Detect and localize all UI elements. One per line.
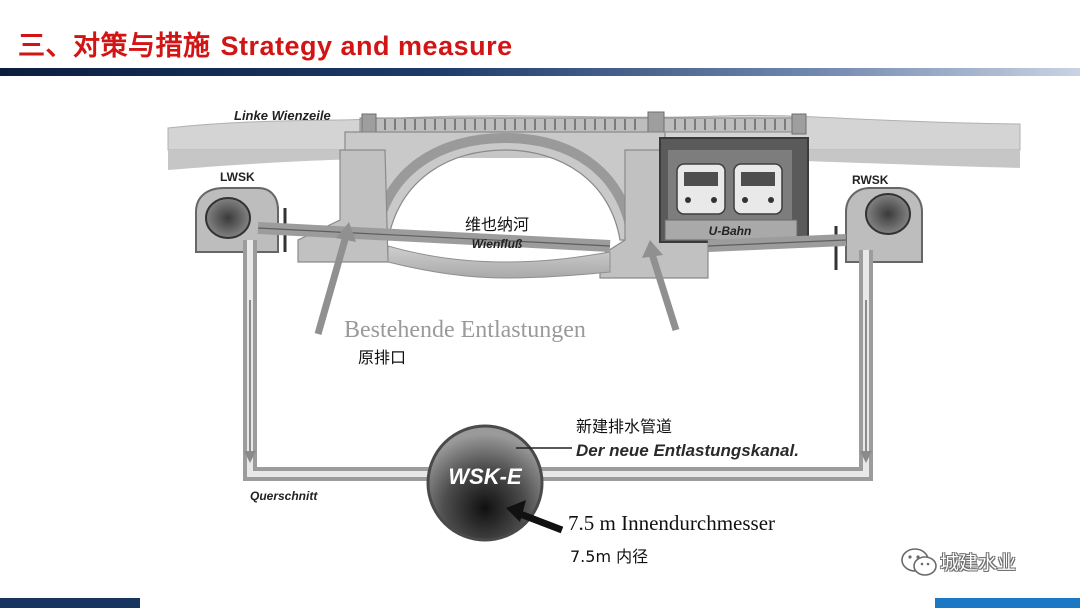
footer-bar-right	[935, 598, 1080, 608]
rwsk-channel	[834, 187, 923, 270]
existing-overflow-pipes	[257, 222, 847, 252]
existing-outlet-arrows	[314, 222, 680, 335]
ubahn-label: U-Bahn	[709, 224, 752, 238]
river-water	[387, 245, 611, 279]
street-label: Linke Wienzeile	[234, 108, 331, 123]
wechat-icon	[901, 548, 937, 576]
diameter-label-cn: 7.5m 内径	[570, 547, 648, 566]
river-label-cn: 维也纳河	[465, 215, 529, 234]
lwsk-label: LWSK	[220, 170, 255, 184]
title-rule	[0, 68, 1080, 76]
existing-outlets-label-de: Bestehende Entlastungen	[344, 317, 586, 343]
watermark-text: 城建水业	[940, 552, 1017, 574]
new-channel-label-de: Der neue Entlastungskanal.	[576, 441, 799, 460]
diameter-label-de: 7.5 m Innendurchmesser	[568, 511, 775, 535]
slide-title-cn: 三、对策与措施	[18, 31, 211, 62]
rwsk-label: RWSK	[852, 173, 889, 187]
slide-title: 三、对策与措施 Strategy and measure	[18, 24, 513, 63]
tunnel-label: WSK-E	[448, 464, 523, 489]
river-label-de: Wienfluß	[472, 237, 523, 251]
lwsk-channel	[195, 187, 287, 253]
ubahn-train-right	[733, 163, 783, 215]
slide-title-en: Strategy and measure	[220, 31, 513, 61]
new-channel-label-cn: 新建排水管道	[576, 417, 672, 436]
wske-tunnel: WSK-E	[426, 424, 544, 542]
section-label: Querschnitt	[250, 489, 318, 503]
existing-outlets-label-cn: 原排口	[358, 348, 406, 367]
diameter-arrow	[506, 500, 564, 534]
footer-bar-left	[0, 598, 140, 608]
ubahn-tunnel	[659, 137, 809, 243]
ubahn-train-left	[676, 163, 726, 215]
new-relief-channel	[243, 240, 873, 481]
